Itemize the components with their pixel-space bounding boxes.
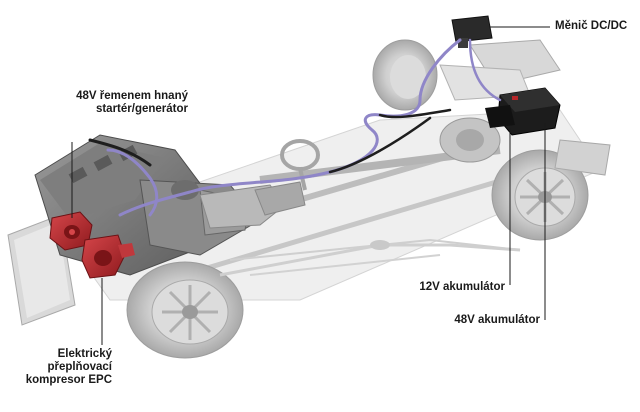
transmission	[199, 181, 306, 229]
label-epc-line2: přeplňovací	[47, 361, 112, 373]
battery-12v	[485, 105, 515, 128]
label-starter-generator-line2: startér/generátor	[95, 103, 188, 115]
dcdc-converter	[451, 15, 493, 48]
label-dcdc-converter: Měnič DC/DC	[555, 20, 628, 32]
leader-lines	[71, 26, 550, 345]
wiring-harness	[88, 38, 502, 217]
rear-differential	[439, 117, 611, 176]
label-epc-line1: Elektrický	[57, 348, 112, 360]
label-48v-accumulator: 48V akumulátor	[454, 314, 540, 326]
label-12v-accumulator: 12V akumulátor	[419, 281, 505, 293]
label-starter-generator: 48V řemenem hnaný startér/generátor	[48, 90, 188, 116]
exhaust-system	[219, 240, 521, 277]
trunk-components	[439, 39, 561, 101]
label-epc-compressor: Elektrický přeplňovací kompresor EPC	[8, 348, 112, 387]
front-wheel	[126, 261, 244, 359]
label-epc-line3: kompresor EPC	[25, 374, 112, 386]
label-starter-generator-line1: 48V řemenem hnaný	[76, 90, 188, 102]
electric-compressor-epc	[81, 234, 135, 279]
